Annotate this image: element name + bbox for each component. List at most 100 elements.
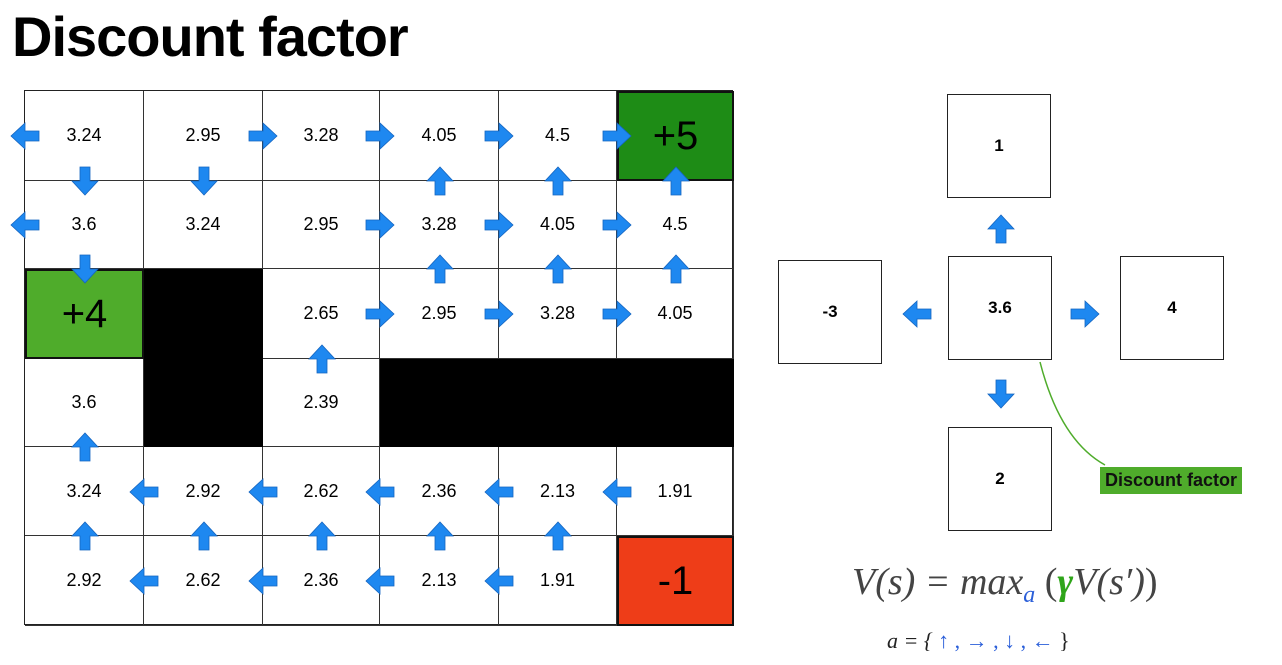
gridworld: 3.24 2.95 3.28 4.05 4.5 +5 3.6 3.24 2.95 3.28 4.05… [10,90,734,626]
policy-arrow-right-icon [600,208,634,242]
policy-arrow-left-icon [246,475,280,509]
action-set-arrows: ↑ , → , ↓ , ← [938,628,1054,653]
policy-arrow-right-icon [600,119,634,153]
policy-arrow-right-icon [482,297,516,331]
neighbor-down-arrow-icon [984,377,1018,411]
reward-label: -1 [657,558,694,603]
policy-arrow-right-icon [600,297,634,331]
state-value: 2.92 [66,570,102,590]
policy-arrow-up-icon [68,519,102,553]
policy-arrow-up-icon [659,252,693,286]
state-value: 4.05 [539,214,576,234]
state-value: 3.24 [66,125,102,145]
policy-arrow-up-icon [68,430,102,464]
terminal-cell-goal5: +5 [617,91,734,181]
policy-arrow-down-icon [68,164,102,198]
state-value: 2.62 [185,570,221,590]
page-title: Discount factor [12,5,409,68]
policy-arrow-right-icon [363,208,397,242]
policy-arrow-left-icon [8,119,42,153]
policy-arrow-up-icon [541,164,575,198]
state-value: 4.05 [657,303,693,323]
state-value: 3.28 [421,214,457,234]
wall-cell [144,359,263,447]
formula-close-paren: ) [1144,561,1158,603]
neighbor-up-arrow-icon [984,212,1018,246]
state-cell: 4.05 [617,269,734,359]
policy-arrow-left-icon [600,475,634,509]
state-value: 2.39 [303,392,339,412]
state-cell: 2.39 [263,359,380,447]
action-set-prefix: a = { [887,628,939,653]
formula-open-paren: ( [1035,561,1058,603]
current-state-value: 3.6 [988,298,1012,317]
formula-lhs: V(s) = [852,561,960,603]
state-value: 2.95 [185,125,221,145]
policy-arrow-left-icon [482,475,516,509]
callout-connector-line [1039,361,1106,466]
neighbor-right-arrow-icon [1068,297,1102,331]
state-value: 2.13 [539,480,576,501]
formula-subscript: a [1023,582,1036,608]
current-state-box: 3.6 [948,256,1052,360]
state-value: 2.62 [303,480,339,501]
formula-max: max [959,561,1024,603]
policy-arrow-left-icon [127,475,161,509]
neighbor-box-left: -3 [778,260,882,364]
policy-arrow-left-icon [363,475,397,509]
state-value: 3.24 [66,480,102,501]
state-value: 1.91 [657,480,693,501]
neighbor-value-bottom: 2 [995,469,1005,488]
state-value: 3.28 [539,303,576,323]
terminal-cell-goal4: +4 [25,269,144,359]
policy-arrow-left-icon [127,564,161,598]
formula-gamma: γ [1057,561,1074,603]
state-value: 2.13 [421,570,457,590]
wall-cell [144,269,263,359]
discount-factor-callout: Discount factor [1100,467,1243,494]
action-set: a = { ↑ , → , ↓ , ← } [887,628,1070,654]
state-value: 2.36 [421,480,457,501]
reward-label: +5 [652,113,699,158]
policy-arrow-right-icon [363,297,397,331]
terminal-cell-pit: -1 [617,536,734,626]
wall-cell [617,359,734,447]
neighbor-left-arrow-icon [900,297,934,331]
neighbor-value-top: 1 [994,136,1004,155]
action-set-suffix: } [1053,628,1070,653]
policy-arrow-up-icon [187,519,221,553]
policy-arrow-down-icon [187,164,221,198]
policy-arrow-up-icon [423,519,457,553]
state-cell: 1.91 [499,536,617,626]
state-value: 1.91 [539,570,576,590]
wall-cell [380,359,499,447]
policy-arrow-right-icon [482,119,516,153]
state-value: 3.6 [71,392,97,412]
neighbor-value-left: -3 [822,302,838,321]
policy-arrow-up-icon [305,342,339,376]
reward-label: +4 [61,291,108,336]
policy-arrow-left-icon [246,564,280,598]
state-value: 2.95 [421,303,457,323]
bellman-formula: V(s) = maxa (γV(s′)) [852,560,1158,609]
neighbor-box-bottom: 2 [948,427,1052,531]
policy-arrow-up-icon [541,519,575,553]
policy-arrow-up-icon [541,252,575,286]
state-cell: 3.24 [144,181,263,269]
state-value: 3.24 [185,214,221,234]
state-value: 2.36 [303,570,339,590]
state-value: 2.95 [303,214,339,234]
neighbor-box-right: 4 [1120,256,1224,360]
policy-arrow-down-icon [68,252,102,286]
state-value: 3.28 [303,125,339,145]
state-value: 4.5 [544,125,571,145]
policy-arrow-up-icon [423,164,457,198]
neighbor-value-right: 4 [1167,298,1177,317]
policy-arrow-up-icon [423,252,457,286]
wall-cell [499,359,617,447]
formula-rest: V(s′) [1073,561,1145,603]
policy-arrow-up-icon [659,164,693,198]
policy-arrow-right-icon [363,119,397,153]
state-value: 2.65 [303,303,339,323]
policy-arrow-left-icon [363,564,397,598]
